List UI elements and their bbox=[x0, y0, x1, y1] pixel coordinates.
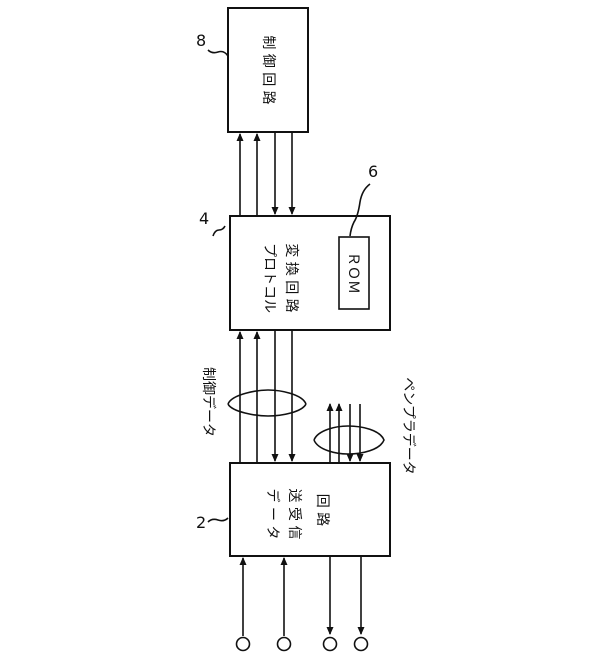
callout-4-leader bbox=[213, 226, 225, 236]
pen-plotter-data-label: ペンプラデータ bbox=[400, 377, 417, 475]
external-terminals bbox=[237, 556, 368, 651]
callout-2-leader bbox=[208, 518, 228, 522]
protocol-conversion-label-line2: 変 換 回 路 bbox=[283, 243, 300, 312]
transceiver-label-line2: 送 受 信 bbox=[286, 489, 302, 540]
rom-label: ＲＯＭ bbox=[345, 252, 361, 294]
protocol-conversion-label-line1: プロトコル bbox=[261, 243, 277, 313]
control-data-label: 制御データ bbox=[200, 367, 217, 437]
protocol-transceiver-bus bbox=[240, 330, 292, 463]
control-protocol-bus bbox=[240, 132, 292, 216]
control-circuit-label: 制 御 回 路 bbox=[260, 35, 276, 104]
callout-8-leader bbox=[208, 50, 228, 56]
data-transceiver-block bbox=[230, 463, 390, 556]
pen-plotter-bundle-ellipse bbox=[314, 426, 384, 454]
callout-2: 2 bbox=[196, 513, 206, 532]
transceiver-label-line1: デ ー タ bbox=[264, 489, 281, 540]
callout-6: 6 bbox=[368, 162, 378, 181]
transceiver-label-line3: 回 路 bbox=[314, 494, 330, 526]
callout-4: 4 bbox=[199, 209, 209, 228]
callout-8: 8 bbox=[196, 31, 206, 50]
